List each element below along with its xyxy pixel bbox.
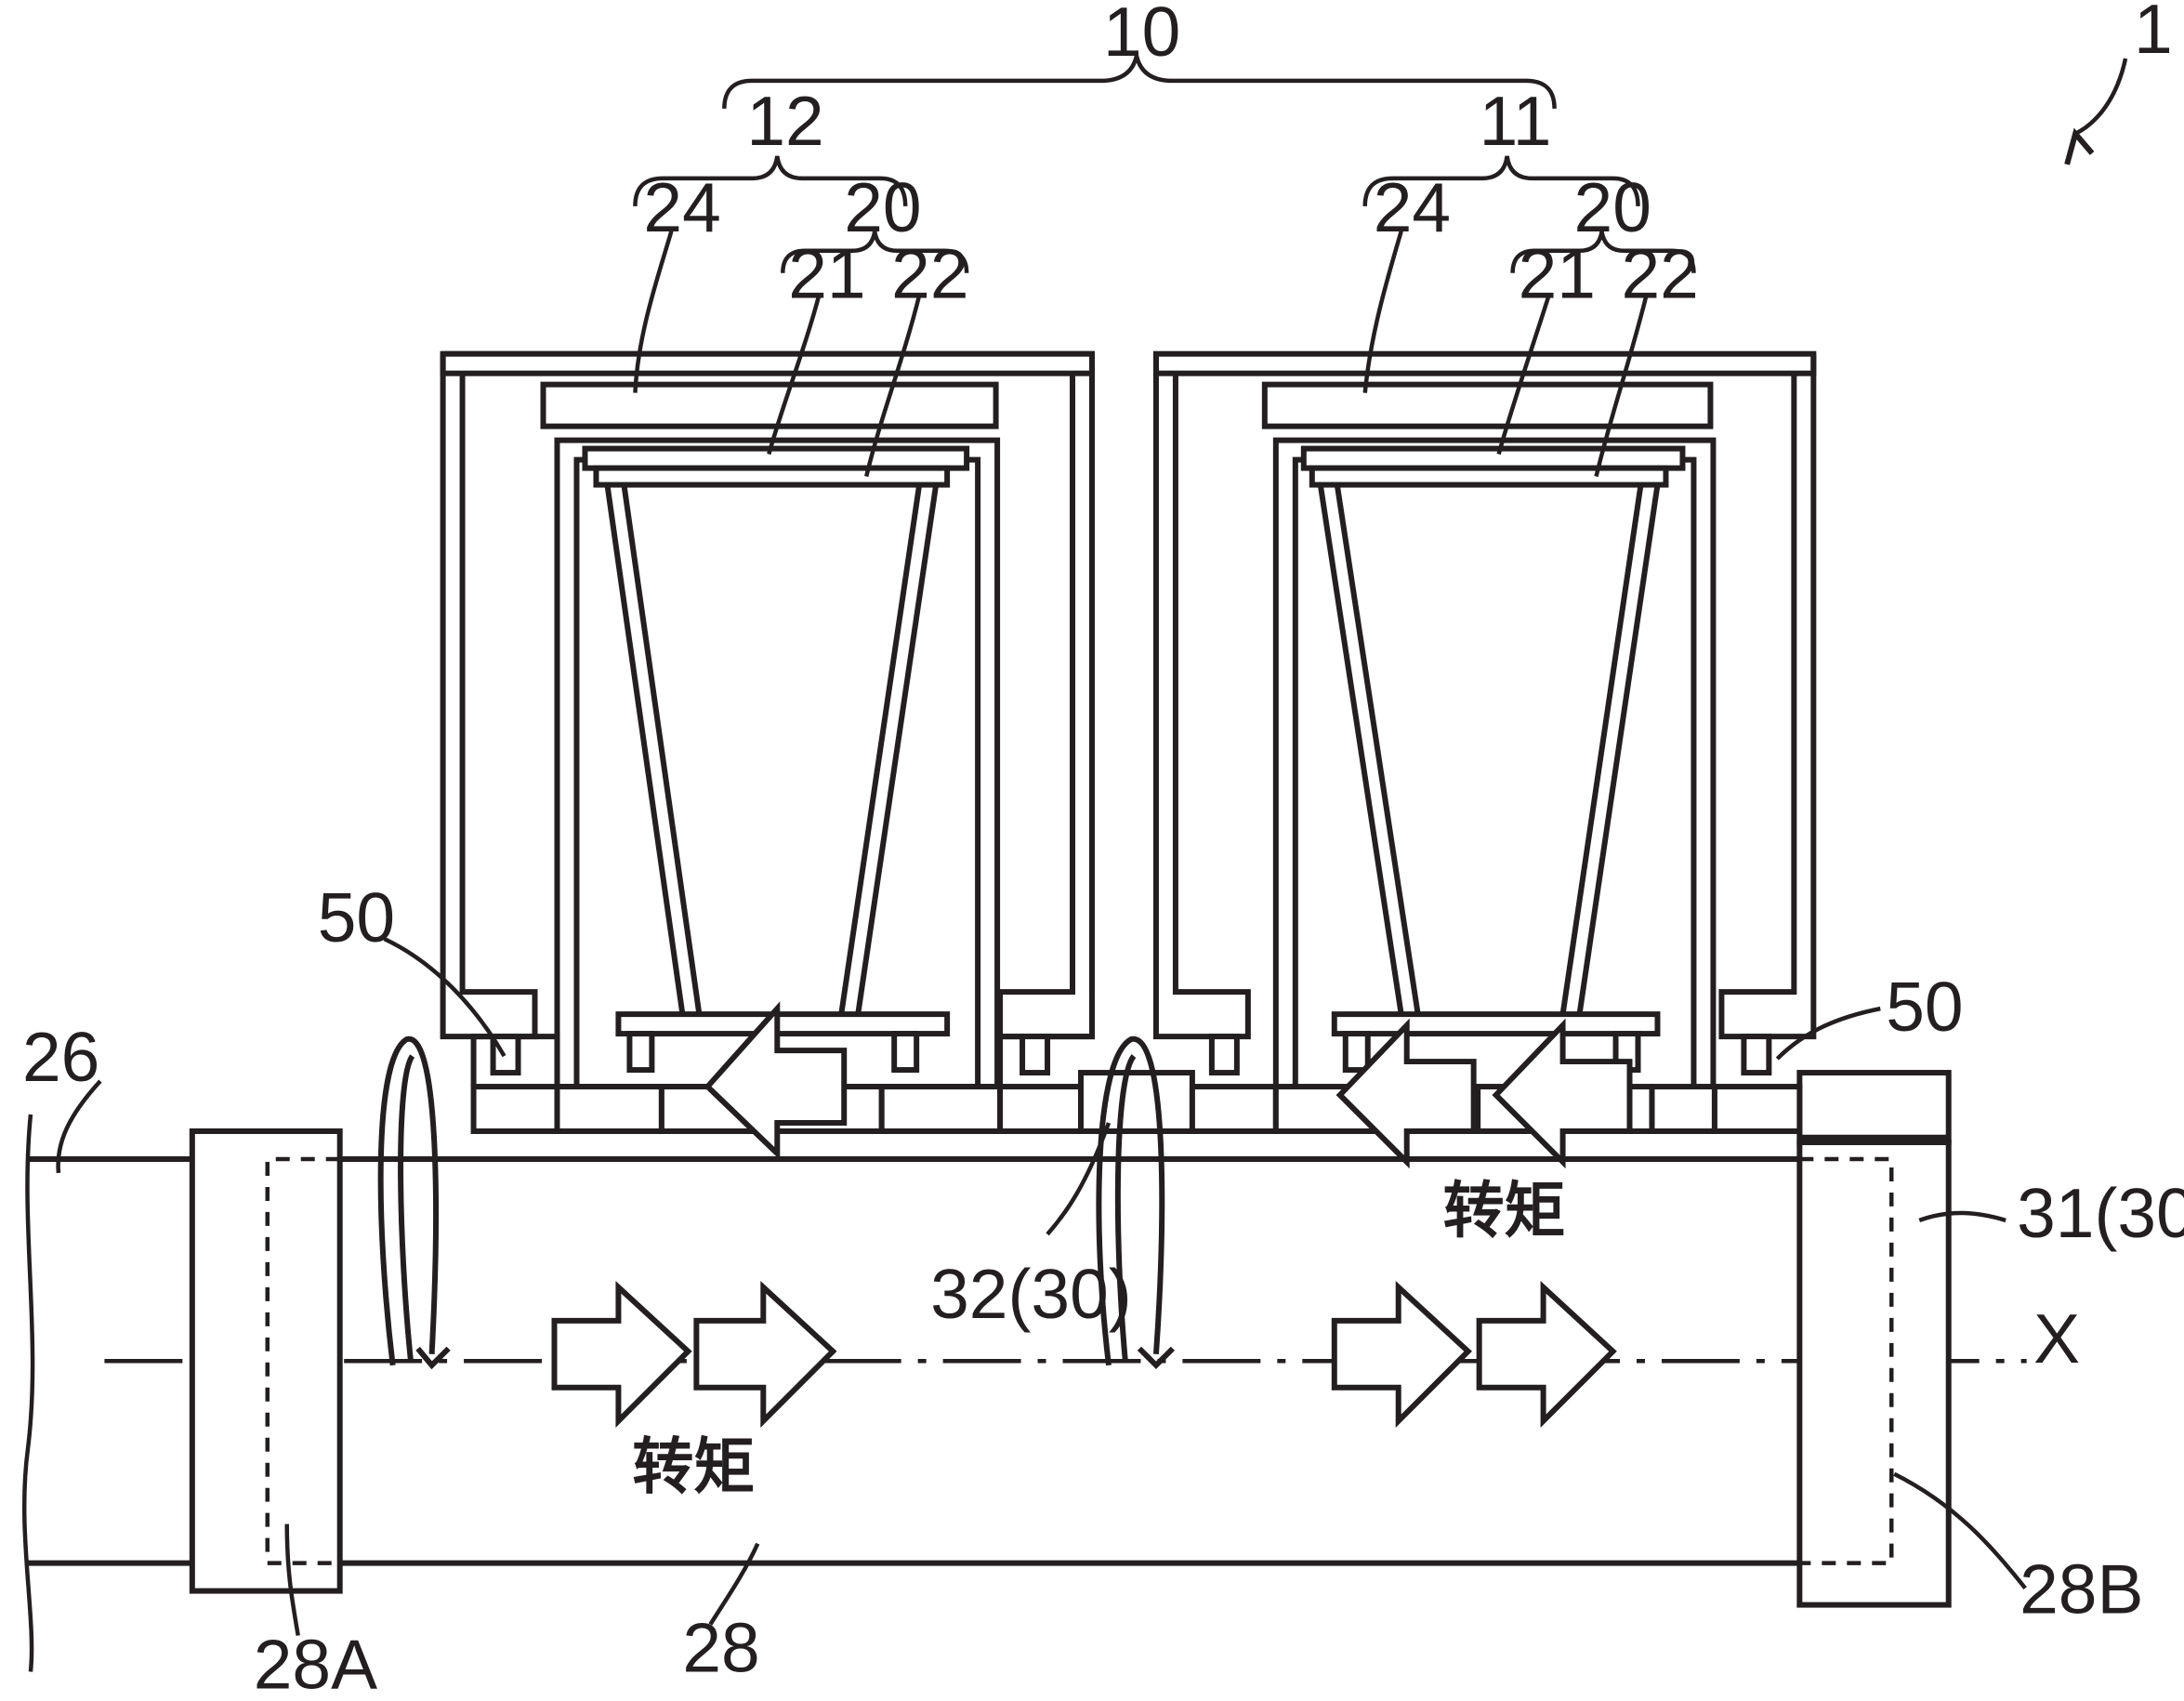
rotation-arrow-mid <box>1096 1036 1176 1370</box>
label-26: 26 <box>22 1018 99 1096</box>
label-32-30: 32(30) <box>930 1255 1132 1333</box>
torque-arrows-axis <box>551 1281 1617 1428</box>
label-assembly: 10 <box>1103 0 1180 71</box>
label-22-left: 22 <box>891 235 968 313</box>
unit-11 <box>1152 350 1817 1088</box>
label-22-right: 22 <box>1622 235 1699 313</box>
label-24-right: 24 <box>1374 168 1451 246</box>
label-21-right: 21 <box>1519 235 1596 313</box>
labels: 1 10 12 11 24 20 21 22 24 20 21 22 50 50… <box>22 0 2184 1701</box>
unit-12 <box>440 350 1095 1090</box>
label-axis-x: X <box>2033 1299 2080 1378</box>
label-28b: 28B <box>2020 1550 2143 1628</box>
label-50-right: 50 <box>1886 968 1963 1046</box>
label-28a: 28A <box>254 1626 377 1701</box>
rotation-arrow-left <box>377 1036 451 1370</box>
label-torque-upper: 转矩 <box>1443 1175 1566 1246</box>
torque-arrows-upper <box>704 1001 1633 1169</box>
label-torque-lower: 转矩 <box>632 1431 755 1503</box>
braces <box>633 55 1696 273</box>
leader-lines <box>56 58 2128 1636</box>
holder-31 <box>1796 1070 1952 1608</box>
label-24-left: 24 <box>643 168 720 246</box>
label-unit-12: 12 <box>746 82 823 160</box>
label-unit-11: 11 <box>1480 82 1552 160</box>
label-31-30: 31(30) <box>2017 1174 2184 1252</box>
joint-28a <box>189 1128 343 1594</box>
label-20-left: 20 <box>844 168 921 246</box>
label-20-right: 20 <box>1574 168 1651 246</box>
label-device: 1 <box>2134 0 2173 68</box>
label-21-left: 21 <box>788 235 865 313</box>
label-50-left: 50 <box>318 878 395 956</box>
label-28: 28 <box>682 1609 759 1687</box>
